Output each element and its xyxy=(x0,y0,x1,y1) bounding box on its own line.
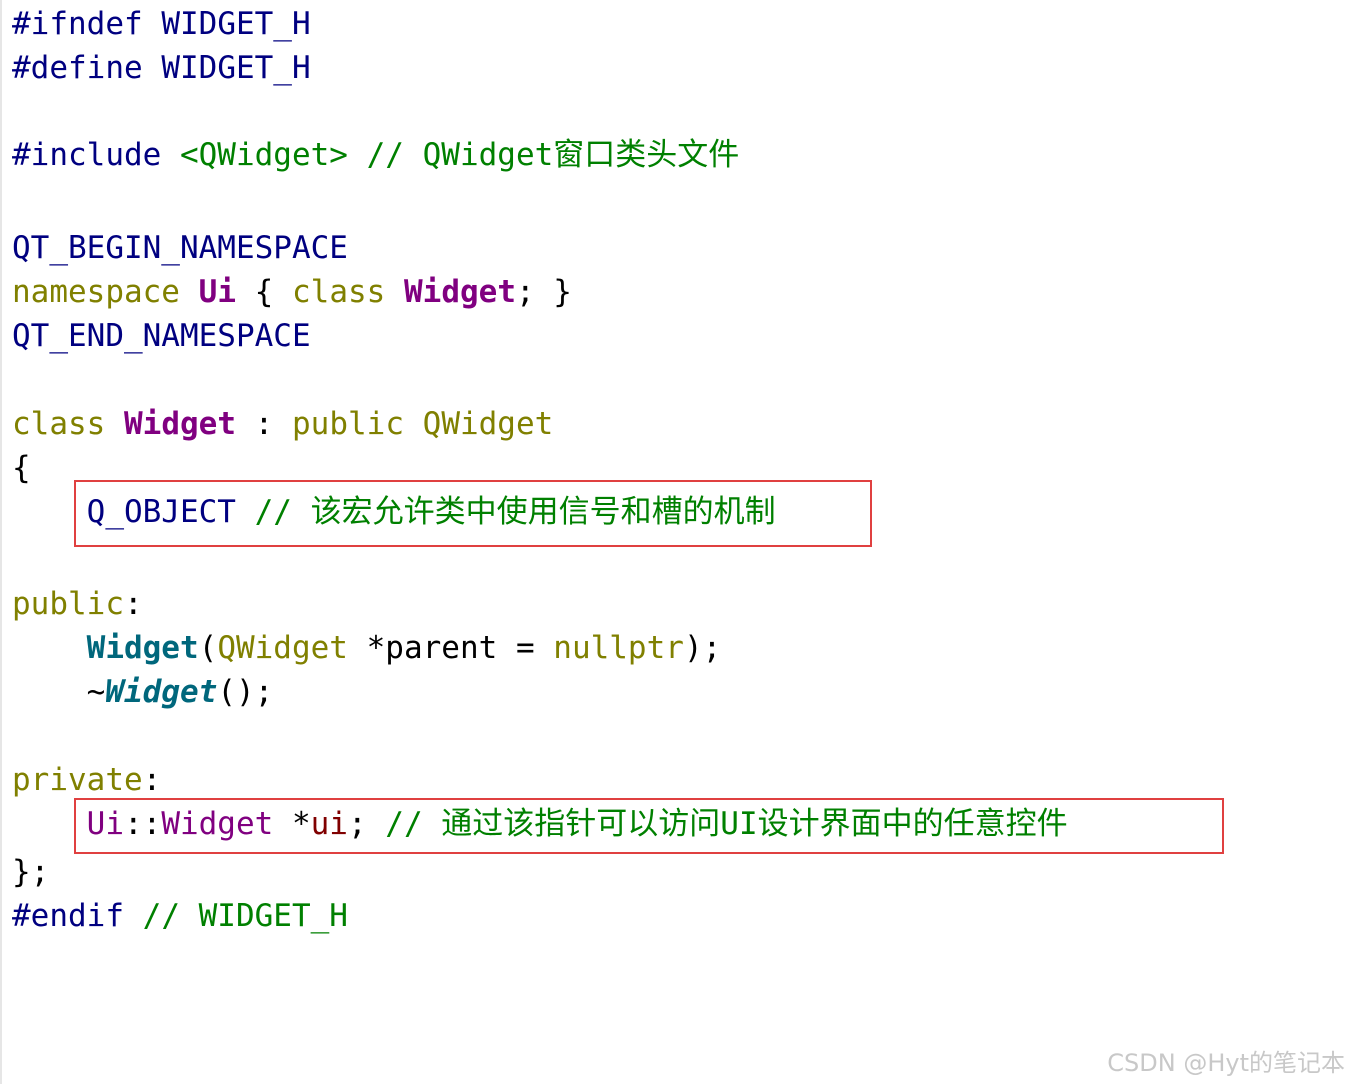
code-line-21: #endif // WIDGET_H xyxy=(12,894,348,938)
include-header: <QWidget> xyxy=(179,137,348,173)
code-line-6: QT_BEGIN_NAMESPACE xyxy=(12,226,348,270)
param-type: QWidget xyxy=(217,630,348,666)
member-variable: ui xyxy=(310,806,348,842)
keyword: class xyxy=(292,274,386,310)
destructor-name: Widget xyxy=(105,674,218,710)
highlight-box-q-object xyxy=(74,480,872,547)
punctuation: :: xyxy=(123,806,162,842)
namespace-macro: QT_BEGIN_NAMESPACE xyxy=(12,230,348,266)
punctuation: * xyxy=(273,806,311,842)
class-name: Widget xyxy=(124,406,236,442)
punctuation: : xyxy=(123,586,143,622)
code-line-1: #ifndef WIDGET_H xyxy=(12,2,311,46)
code-line-8: QT_END_NAMESPACE xyxy=(12,314,311,358)
preprocessor-directive: #define xyxy=(12,50,143,86)
code-line-11: { xyxy=(12,446,31,490)
constructor-name: Widget xyxy=(86,630,199,666)
code-line-2: #define WIDGET_H xyxy=(12,46,311,90)
brace: { xyxy=(12,450,31,486)
code-comment: // QWidget窗口类头文件 xyxy=(366,137,740,173)
namespace-name: Ui xyxy=(198,274,236,310)
punctuation: : xyxy=(254,406,274,442)
preprocessor-directive: #ifndef xyxy=(12,6,143,42)
code-comment: // 该宏允许类中使用信号和槽的机制 xyxy=(254,494,776,530)
code-line-7: namespace Ui { class Widget; } xyxy=(12,270,572,314)
include-guard-symbol: WIDGET_H xyxy=(161,6,311,42)
punctuation: ; } xyxy=(515,274,572,310)
base-class: QWidget xyxy=(422,406,554,442)
param-name: *parent = xyxy=(347,630,554,666)
keyword: class xyxy=(12,406,106,442)
namespace-macro: QT_END_NAMESPACE xyxy=(12,318,311,354)
punctuation: ); xyxy=(683,630,722,666)
keyword: namespace xyxy=(12,274,180,310)
code-line-18: private: xyxy=(12,758,161,802)
brace: }; xyxy=(12,854,50,890)
code-line-4: #include <QWidget> // QWidget窗口类头文件 xyxy=(12,133,739,177)
access-label: public xyxy=(12,586,124,622)
code-line-20: }; xyxy=(12,850,49,894)
punctuation: ( xyxy=(198,630,218,666)
access-label: private xyxy=(12,762,143,798)
keyword: public xyxy=(292,406,404,442)
punctuation: (); xyxy=(217,674,274,710)
punctuation: ; xyxy=(347,806,367,842)
class-name: Widget xyxy=(404,274,516,310)
code-line-10: class Widget : public QWidget xyxy=(12,402,553,446)
q-object-macro: Q_OBJECT xyxy=(86,494,236,530)
brace: { xyxy=(254,274,274,310)
include-guard-symbol: WIDGET_H xyxy=(161,50,311,86)
code-comment: // 通过该指针可以访问UI设计界面中的任意控件 xyxy=(385,806,1068,842)
highlight-box-ui-pointer xyxy=(74,798,1224,854)
type-name: Widget xyxy=(161,806,274,842)
code-line-16: ~Widget(); xyxy=(12,670,274,714)
code-comment: // WIDGET_H xyxy=(142,898,348,934)
code-line-14: public: xyxy=(12,582,143,626)
code-line-19: Ui::Widget *ui; // 通过该指针可以访问UI设计界面中的任意控件 xyxy=(12,802,1068,846)
watermark: CSDN @Hyt的笔记本 xyxy=(1107,1049,1345,1077)
punctuation: : xyxy=(142,762,162,798)
code-line-15: Widget(QWidget *parent = nullptr); xyxy=(12,626,722,670)
keyword: nullptr xyxy=(553,630,684,666)
punctuation: ~ xyxy=(86,674,106,710)
preprocessor-directive: #endif xyxy=(12,898,124,934)
code-line-12: Q_OBJECT // 该宏允许类中使用信号和槽的机制 xyxy=(12,490,776,534)
preprocessor-directive: #include xyxy=(12,137,162,173)
namespace-name: Ui xyxy=(86,806,124,842)
